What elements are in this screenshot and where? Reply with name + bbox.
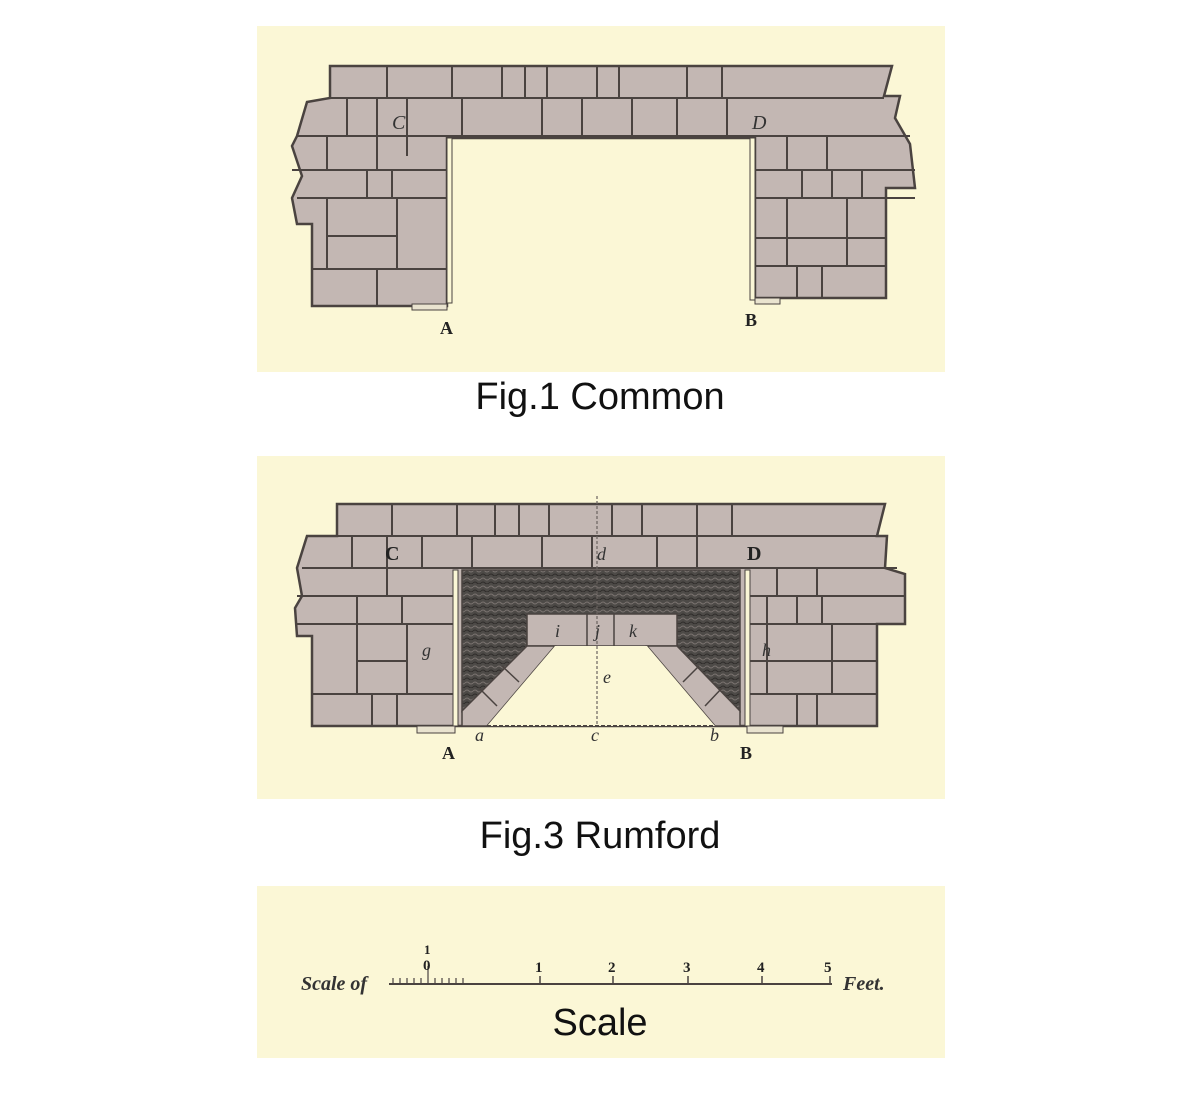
fig1-label-D: D (751, 112, 767, 134)
scale-panel: Scale of 1 0 1 2 3 4 5 Feet. (257, 886, 945, 1058)
scale-bar: Scale of 1 0 1 2 3 4 5 Feet. (301, 942, 885, 995)
fig3-label-D: D (747, 543, 761, 565)
fig1-diagram: C D A B (290, 64, 917, 338)
fig3-label-h: h (762, 640, 771, 660)
fig3-label-g: g (422, 640, 431, 660)
scale-caption: Scale (552, 1002, 648, 1044)
scale-tick-5: 5 (824, 960, 832, 976)
fig1-label-C: C (392, 112, 406, 134)
fig3-label-e: e (603, 667, 611, 687)
scale-tick-3: 3 (683, 960, 691, 976)
fig3-label-b: b (710, 725, 719, 745)
fig3-label-i: i (555, 621, 560, 641)
fig3-label-k: k (629, 621, 638, 641)
fig1-label-A: A (440, 318, 453, 338)
fig3-diagram: C d D i j k g h e a c b A B (293, 496, 907, 763)
fig3-caption: Fig.3 Rumford (479, 815, 721, 857)
fig1-caption: Fig.1 Common (475, 376, 725, 418)
fig3-label-d: d (597, 544, 607, 564)
scale-tick-2: 2 (608, 960, 616, 976)
fig3-label-C: C (385, 543, 399, 565)
fig1-panel: C D A B (257, 26, 945, 372)
fig3-panel: C d D i j k g h e a c b A B (257, 456, 945, 799)
fig3-label-j: j (593, 621, 600, 641)
scale-tick-1: 1 (535, 960, 543, 976)
fig3-label-a: a (475, 725, 484, 745)
fig1-label-B: B (745, 310, 757, 330)
scale-suffix: Feet. (842, 973, 885, 995)
scale-tick-4: 4 (757, 960, 765, 976)
scale-prefix: Scale of (301, 973, 369, 995)
scale-sub-tick-label: 1 (424, 942, 431, 957)
fig3-label-A: A (442, 743, 455, 763)
fig3-label-c: c (591, 725, 599, 745)
fig3-label-B: B (740, 743, 752, 763)
scale-zero-label: 0 (423, 958, 431, 974)
